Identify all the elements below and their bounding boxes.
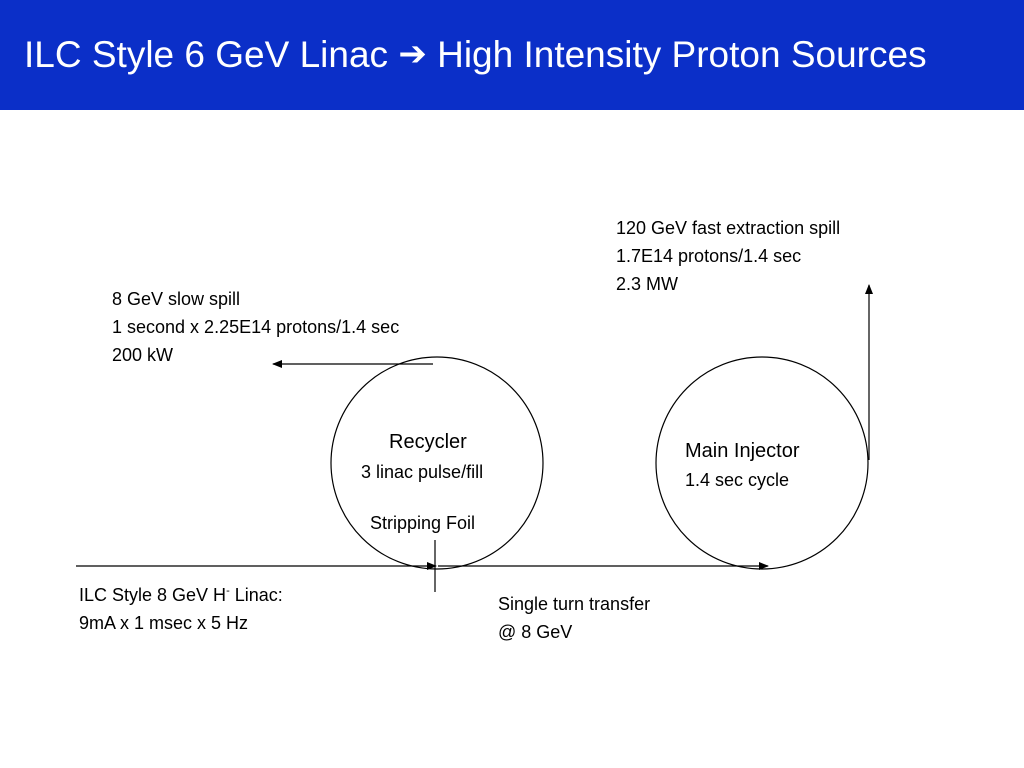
transfer-label: Single turn transfer @ 8 GeV bbox=[498, 590, 650, 646]
title-right: High Intensity Proton Sources bbox=[437, 34, 927, 75]
transfer-line: Single turn transfer bbox=[498, 594, 651, 614]
stripping-foil-label: Stripping Foil bbox=[370, 513, 476, 533]
title-bar: ILC Style 6 GeV Linac ➔ High Intensity P… bbox=[0, 0, 1024, 110]
slow-spill-label: 8 GeV slow spill 1 second x 2.25E14 prot… bbox=[112, 285, 399, 369]
title-left: ILC Style 6 GeV Linac bbox=[24, 34, 389, 75]
slow-spill-line: 200 kW bbox=[112, 345, 174, 365]
recycler-name: Recycler bbox=[389, 431, 467, 453]
linac-suffix: Linac: bbox=[229, 585, 283, 605]
linac-prefix: ILC Style 8 GeV H bbox=[79, 585, 227, 605]
slow-spill-line: 1 second x 2.25E14 protons/1.4 sec bbox=[112, 317, 400, 337]
fast-spill-line: 120 GeV fast extraction spill bbox=[616, 218, 841, 238]
linac-label: ILC Style 8 GeV H- Linac: 9mA x 1 msec x… bbox=[79, 581, 283, 637]
right-arrow-icon: ➔ bbox=[398, 34, 427, 74]
slide-title: ILC Style 6 GeV Linac ➔ High Intensity P… bbox=[24, 34, 927, 76]
fast-spill-line: 2.3 MW bbox=[616, 274, 679, 294]
linac-line-2: 9mA x 1 msec x 5 Hz bbox=[79, 613, 249, 633]
recycler-ring bbox=[330, 356, 544, 570]
transfer-line: @ 8 GeV bbox=[498, 622, 573, 642]
fast-spill-line: 1.7E14 protons/1.4 sec bbox=[616, 246, 802, 266]
h-minus-superscript: - bbox=[226, 585, 230, 597]
recycler-detail: 3 linac pulse/fill bbox=[361, 462, 484, 482]
main-injector-detail: 1.4 sec cycle bbox=[685, 470, 790, 490]
main-injector-name: Main Injector bbox=[685, 440, 800, 462]
slow-spill-line: 8 GeV slow spill bbox=[112, 289, 241, 309]
fast-spill-label: 120 GeV fast extraction spill 1.7E14 pro… bbox=[616, 214, 840, 298]
linac-line-1: ILC Style 8 GeV H- Linac: bbox=[79, 581, 283, 609]
